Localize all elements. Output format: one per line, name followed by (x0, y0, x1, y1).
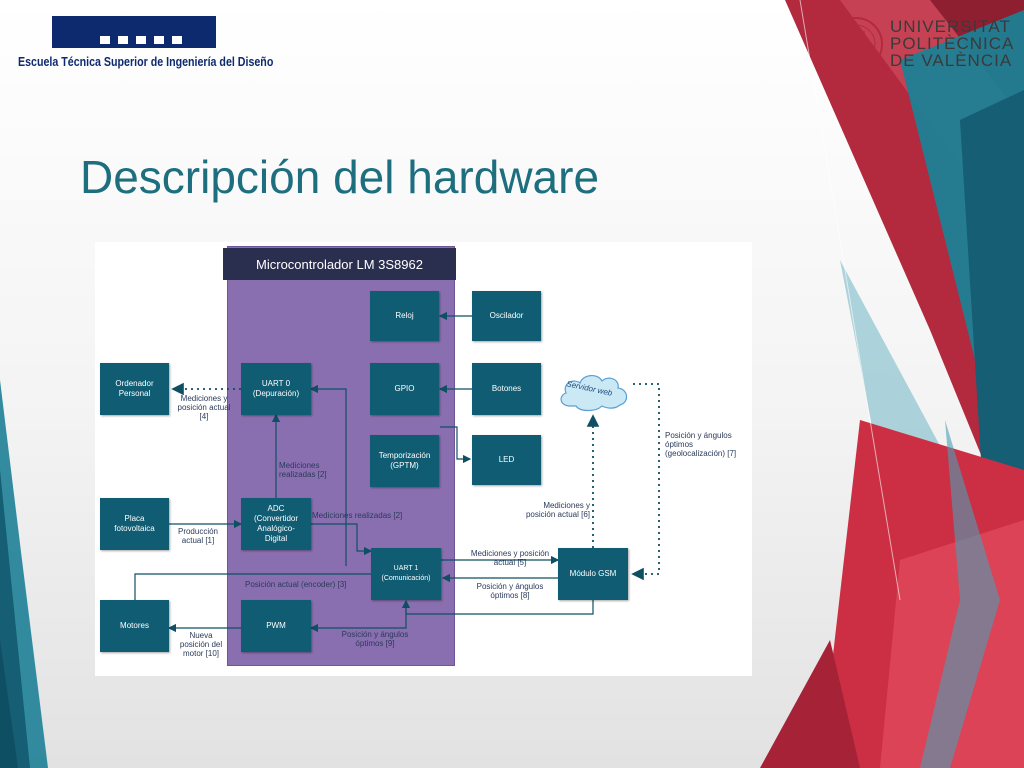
label-8: Posición y ángulos óptimos [8] (476, 582, 544, 600)
label-1: Producción actual [1] (177, 527, 219, 545)
block-botones: Botones (472, 363, 541, 415)
label-5: Mediciones y posición actual [5] (470, 549, 550, 567)
arrow-gpio-led (440, 426, 472, 464)
diagram-connectors (134, 311, 660, 633)
block-reloj: Reloj (370, 291, 439, 341)
block-uart0: UART 0 (Depuración) (241, 363, 311, 415)
school-logo: Escuela Técnica Superior de Ingeniería d… (18, 16, 278, 76)
microcontroller-title: Microcontrolador LM 3S8962 (223, 248, 456, 280)
hardware-diagram: Microcontrolador LM 3S8962 (95, 242, 752, 676)
school-name: Escuela Técnica Superior de Ingeniería d… (18, 54, 274, 69)
block-placa-fotovoltaica: Placa fotovoltaica (100, 498, 169, 550)
slide-title: Descripción del hardware (80, 151, 600, 203)
arrow-uart1-uart0 (309, 384, 347, 566)
arrow-gsm-uart1-feedback (401, 599, 594, 615)
university-logo: UNIVERSITAT POLITÈCNICA DE VALÈNCIA (826, 14, 1016, 76)
label-6: Mediciones y posición actual [6] (525, 501, 590, 519)
servidor-web-cloud: Servidor web (556, 370, 634, 414)
block-motores: Motores (100, 600, 169, 652)
label-4: Mediciones y posición actual [4] (177, 394, 231, 421)
label-9: Posición y ángulos óptimos [9] (341, 630, 409, 648)
arrow-uart1-pwm (309, 602, 407, 633)
block-uart1: UART 1 (Comunicación) (371, 548, 441, 600)
arrow-motores-uart1 (134, 573, 371, 600)
arrow-servidor-gsm (631, 383, 660, 581)
label-2b: Mediciones realizadas [2] (312, 511, 403, 520)
block-temporizacion: Temporización (GPTM) (370, 435, 439, 487)
block-oscilador: Oscilador (472, 291, 541, 341)
university-name: UNIVERSITAT POLITÈCNICA DE VALÈNCIA (890, 17, 1015, 70)
block-adc: ADC (Convertidor Analógico- Digital (241, 498, 311, 550)
block-modulo-gsm: Módulo GSM (558, 548, 628, 600)
school-logo-mark (52, 16, 216, 48)
cloud-icon (560, 375, 628, 412)
label-10: Nueva posición del motor [10] (179, 631, 223, 658)
block-pwm: PWM (241, 600, 311, 652)
label-2a: Mediciones realizadas [2] (279, 461, 327, 479)
arrow-adc-uart1 (311, 523, 373, 556)
block-ordenador-personal: Ordenador Personal (100, 363, 169, 415)
university-seal-icon (829, 17, 883, 71)
label-7: Posición y ángulos óptimos (geolocalizac… (665, 431, 737, 458)
block-gpio: GPIO (370, 363, 439, 415)
label-3: Posición actual (encoder) [3] (245, 580, 347, 589)
block-led: LED (472, 435, 541, 485)
